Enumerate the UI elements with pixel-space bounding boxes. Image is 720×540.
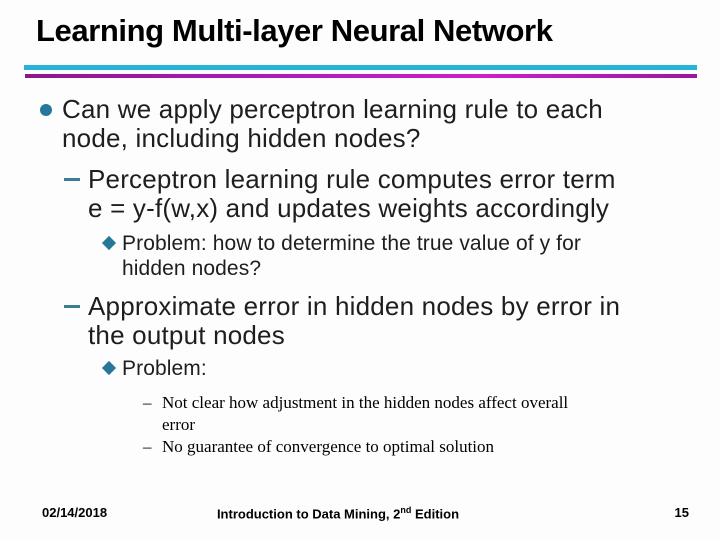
slide-title: Learning Multi-layer Neural Network xyxy=(36,13,553,48)
bullet-item: Can we apply perceptron learning rule to… xyxy=(40,95,603,153)
bullet-text-line: Perceptron learning rule computes error … xyxy=(88,164,616,194)
bullet-text-line: error xyxy=(162,415,196,434)
title-underline-cyan xyxy=(24,65,697,70)
diamond-bullet-icon xyxy=(101,356,122,376)
bullet-item: Problem: xyxy=(101,356,207,381)
dash-bullet-icon xyxy=(64,292,88,308)
bullet-text-line: Can we apply perceptron learning rule to… xyxy=(62,94,603,124)
bullet-text-line: Problem: how to determine the true value… xyxy=(122,232,581,255)
bullet-text-line: No guarantee of convergence to optimal s… xyxy=(162,437,495,456)
page-number: 15 xyxy=(674,505,689,520)
footer-date: 02/14/2018 xyxy=(42,505,108,520)
bullet-text-line: e = y-f(w,x) and updates weights accordi… xyxy=(88,193,610,223)
diamond-bullet-icon xyxy=(101,231,122,251)
title-underline-magenta xyxy=(25,74,697,78)
bullet-text-line: the output nodes xyxy=(88,320,285,350)
bullet-text-line: Not clear how adjustment in the hidden n… xyxy=(162,393,569,412)
bullet-item: Problem: how to determine the true value… xyxy=(101,231,581,281)
circle-bullet-icon xyxy=(40,95,62,116)
bullet-text-line: Approximate error in hidden nodes by err… xyxy=(88,291,621,321)
footer-title-tail: Edition xyxy=(411,506,460,522)
serif-dash-bullet-icon: – xyxy=(143,393,152,412)
serif-dash-bullet-icon: – xyxy=(143,437,152,456)
bullet-item: Perceptron learning rule computes error … xyxy=(64,165,616,223)
footer-title-text: Introduction to Data Mining, 2 xyxy=(216,506,401,522)
bullet-text-line: node, including hidden nodes? xyxy=(62,123,421,153)
bullet-item: – No guarantee of convergence to optimal… xyxy=(143,436,494,458)
footer-title: Introduction to Data Mining, 2nd Edition xyxy=(0,505,676,521)
bullet-text-line: Problem: xyxy=(122,357,207,380)
bullet-item: – Not clear how adjustment in the hidden… xyxy=(143,392,568,436)
bullet-item: Approximate error in hidden nodes by err… xyxy=(64,292,620,350)
bullet-text-line: hidden nodes? xyxy=(122,257,262,280)
dash-bullet-icon xyxy=(64,165,88,181)
footer-title-superscript: nd xyxy=(400,505,412,515)
